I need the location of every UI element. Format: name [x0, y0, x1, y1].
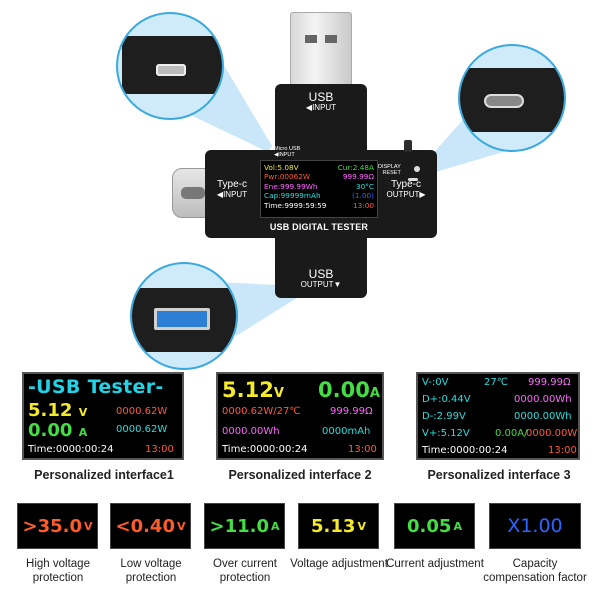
if1-title: -USB Tester-: [28, 376, 164, 398]
if3-energy1: 0000.00Wh: [514, 394, 572, 405]
reset-button-icon: [408, 178, 418, 181]
feature-high-voltage-label: High voltage protection: [26, 558, 90, 584]
if3-dplus: D+:0.44V: [422, 394, 471, 405]
device-body-top: [275, 84, 367, 160]
usb-output-port-closeup: [130, 262, 238, 370]
if2-time-right: 13:00: [348, 444, 377, 455]
feature-capacity-factor-label: Capacity compensation factor: [483, 558, 587, 584]
if2-current: 0.00A: [318, 378, 380, 402]
if3-temp: 27℃: [484, 377, 508, 388]
if2-energy: 0000.00Wh: [222, 426, 280, 437]
interface-2-screen: 5.12V 0.00A 0000.62W/27℃ 999.99Ω 0000.00…: [216, 372, 384, 460]
typec-plug: [172, 168, 210, 218]
if3-power: 0000.00W: [526, 428, 578, 439]
if2-resistance: 999.99Ω: [330, 406, 373, 417]
interface-1-screen: -USB Tester- 5.12 V 0.00 A 0000.62W 0000…: [22, 372, 184, 460]
feature-over-current-label: Over current protection: [213, 558, 277, 584]
interface-1-caption: Personalized interface1: [34, 468, 174, 482]
micro-usb-port-closeup: [116, 12, 224, 120]
if1-time-right: 13:00: [145, 444, 174, 455]
if1-voltage: 5.12 V: [28, 400, 88, 421]
display-button-icon: [414, 166, 420, 172]
if3-resistance: 999.99Ω: [528, 377, 571, 388]
if2-power-temp: 0000.62W/27℃: [222, 406, 301, 417]
feature-voltage-adjust-label: Voltage adjustment: [290, 558, 388, 570]
if1-power1: 0000.62W: [116, 406, 168, 417]
if1-power2: 0000.62W: [116, 424, 168, 435]
micro-usb-label: Micro USB◀INPUT: [274, 146, 301, 159]
device-body-bottom: [275, 228, 367, 298]
if1-time: Time:0000:00:24: [28, 444, 114, 455]
device-button-knob: [404, 140, 412, 152]
device-title: USB DIGITAL TESTER: [269, 222, 369, 232]
if3-time-right: 13:00: [548, 445, 577, 456]
feature-capacity-factor-box: X1.00: [489, 503, 581, 549]
usb-input-label: USB◀INPUT: [305, 90, 337, 112]
if3-vminus: V-:0V: [422, 377, 449, 388]
interface-3-caption: Personalized interface 3: [427, 468, 571, 482]
typec-input-label: Type-c◀INPUT: [216, 179, 248, 199]
interface-3-screen: V-:0V 27℃ 999.99Ω D+:0.44V 0000.00Wh D-:…: [416, 372, 580, 460]
if2-capacity: 0000mAh: [322, 426, 371, 437]
usb-a-plug: [290, 12, 352, 92]
if3-time: Time:0000:00:24: [422, 445, 508, 456]
if2-voltage: 5.12V: [222, 378, 284, 402]
if2-time: Time:0000:00:24: [222, 444, 308, 455]
if3-current: 0.00A/: [495, 428, 528, 439]
feature-current-adjust-label: Current adjustment: [386, 558, 484, 570]
if3-energy2: 0000.00Wh: [514, 411, 572, 422]
typec-output-port-closeup: [458, 44, 566, 152]
if1-current: 0.00 A: [28, 420, 88, 441]
if3-dminus: D-:2.99V: [422, 411, 466, 422]
if3-vplus: V+:5.12V: [422, 428, 470, 439]
feature-low-voltage-label: Low voltage protection: [120, 558, 182, 584]
interface-2-caption: Personalized interface 2: [228, 468, 372, 482]
